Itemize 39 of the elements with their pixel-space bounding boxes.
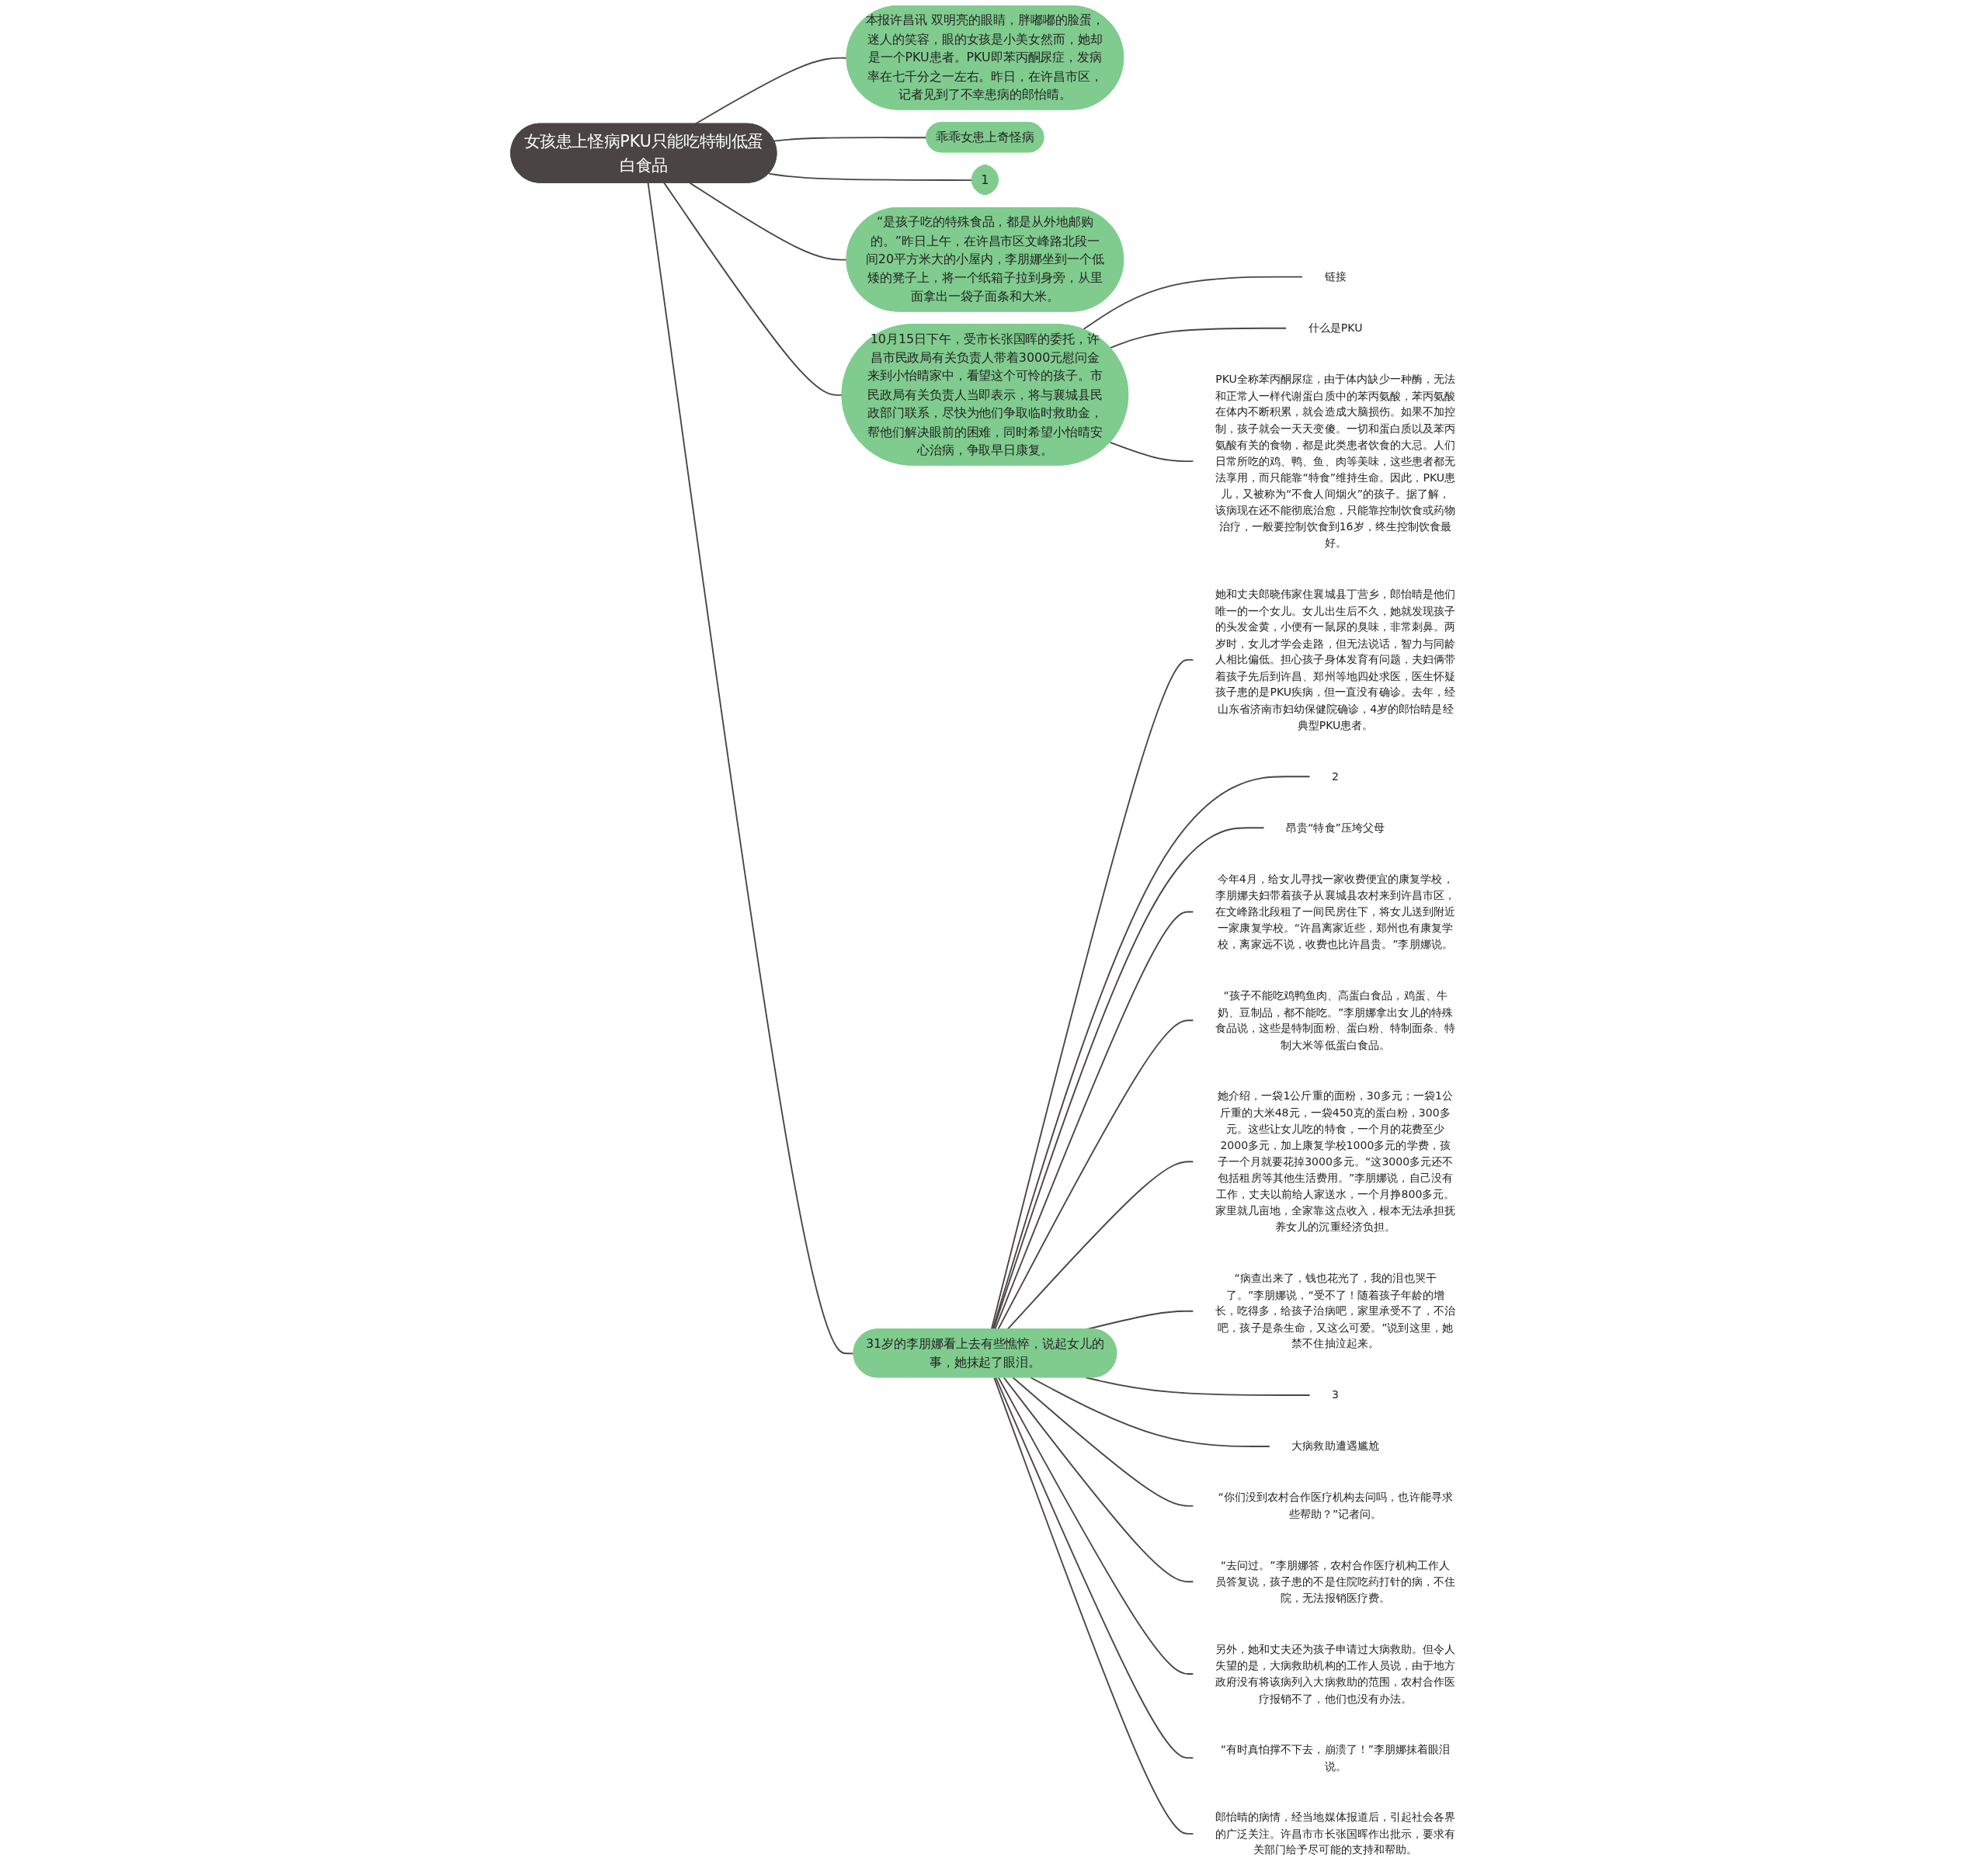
node-text: 昂贵“特食”压垮父母	[1286, 821, 1385, 835]
connector	[994, 911, 1194, 1331]
connector	[1083, 276, 1304, 331]
node-text: 什么是PKU	[1308, 321, 1363, 335]
connector	[990, 658, 1194, 1331]
connector	[995, 1377, 1194, 1759]
node-text: 另外，她和丈夫还为孩子申请过大病救助。但令人失望的是，大病救助机构的工作人员说，由于地方政府没有将该病列入大病救助的范围，农村合作医疗报销不了，他们也没有办法。	[1215, 1642, 1456, 1705]
node-text: “去问过。”李朋娜答，农村合作医疗机构工作人员答复说，孩子患的不是住院吃药打针的病，不住院，无法报销医疗费。	[1215, 1558, 1456, 1605]
node-text: 链接	[1324, 270, 1347, 283]
connector	[689, 182, 848, 261]
connector	[647, 182, 855, 1355]
node-text: 2	[1332, 769, 1340, 783]
connector	[1030, 1377, 1271, 1447]
node-text: 3	[1332, 1388, 1340, 1402]
connector	[1085, 1377, 1311, 1396]
node-text: “有时真怕撑不下去，崩溃了！”李朋娜抹着眼泪说。	[1220, 1742, 1451, 1773]
node-text: 她和丈夫郎晓伟家住襄城县丁营乡，郎怡晴是他们唯一的一个女儿。女儿出生后不久，她就发现孩子的头发金黄，小便有一鼠尿的臭味，非常刺鼻。两岁时，女儿才学会走路，但无法说话，智力与同龄人相比偏低。担心孩子身体发育有问题，夫妇俩带着孩子先后到许昌、郑州等地四处求医，医生怀疑孩子患的是PKU疾病，但一直没有确诊。去年，经山东省济南市妇幼保健院确诊，4岁的郎怡晴是经典型PKU患者。	[1215, 587, 1456, 732]
node-text: “病查出来了，钱也花光了，我的泪也哭干了。”李朋娜说，“受不了！随着孩子年龄的增长，吃得多，给孩子治病吧，家里承受不了，不治吧，孩子是条生命，又这么可爱。”说到这里，她禁不住抽泣起来。	[1215, 1271, 1456, 1351]
connector	[1003, 1377, 1194, 1583]
node-text: “孩子不能吃鸡鸭鱼肉、高蛋白食品，鸡蛋、牛奶、豆制品，都不能吃。”李朋娜拿出女儿的特殊食品说，这些是特制面粉、蛋白粉、特制面条、特制大米等低蛋白食品。	[1215, 989, 1456, 1052]
connector	[992, 827, 1265, 1331]
connector	[997, 1377, 1194, 1675]
node-text: “你们没到农村合作医疗机构去问吗，也许能寻求些帮助？”记者问。	[1218, 1491, 1453, 1521]
node-text: PKU全称苯丙酮尿症，由于体内缺少一种酶，无法和正常人一样代谢蛋白质中的苯丙氨酸，苯丙氨酸在体内不断积累，就会造成大脑损伤。如果不加控制，孩子就会一天天变傻。一切和蛋白质以及苯丙氨酸有关的食物，都是此类患者饮食的大忌。人们日常所吃的鸡、鸭、鱼、肉等美味，这些患者都无法享用，而只能靠“特食”维持生命。因此，PKU患儿，又被称为“不食人间烟火”的孩子。据了解，该病现在还不能彻底治愈，只能靠控制饮食或药物治疗，一般要控制饮食到16岁，终生控制饮食最好。	[1215, 373, 1456, 550]
connector	[1012, 1377, 1194, 1507]
node-text: 她介绍，一袋1公斤重的面粉，30多元；一袋1公斤重的大米48元，一袋450克的蛋白粉，300多元。这些让女儿吃的特食，一个月的花费至少2000多元，加上康复学校1000多元的学费，孩子一个月就要花掉3000多元。“这3000多元还不包括租房等其他生活费用。”李朋娜说，自己没有工作，丈夫以前给人家送水，一个月挣800多元。家里就几亩地，全家靠这点收入，根本无法承担抚养女儿的沉重经济负担。	[1215, 1089, 1456, 1234]
connector	[992, 776, 1311, 1331]
connector	[773, 137, 928, 142]
connector	[1109, 441, 1194, 463]
connector	[1109, 327, 1288, 349]
connector	[768, 172, 973, 182]
connector	[997, 1019, 1194, 1331]
connector	[993, 1377, 1194, 1835]
connector	[1006, 1161, 1194, 1331]
connector	[694, 57, 848, 125]
connector	[663, 182, 843, 396]
node-text: 大病救助遭遇尴尬	[1291, 1439, 1379, 1453]
node-text: 郎怡晴的病情，经当地媒体报道后，引起社会各界的广泛关注。许昌市市长张国晖作出批示，要求有关部门给予尽可能的支持和帮助。	[1215, 1811, 1456, 1857]
node-text: 今年4月，给女儿寻找一家收费便宜的康复学校，李朋娜夫妇带着孩子从襄城县农村来到许昌市区，在文峰路北段租了一间民房住下，将女儿送到附近一家康复学校。“许昌离家近些，郑州也有康复学校，离家远不说，收费也比许昌贵。”李朋娜说。	[1215, 872, 1456, 951]
